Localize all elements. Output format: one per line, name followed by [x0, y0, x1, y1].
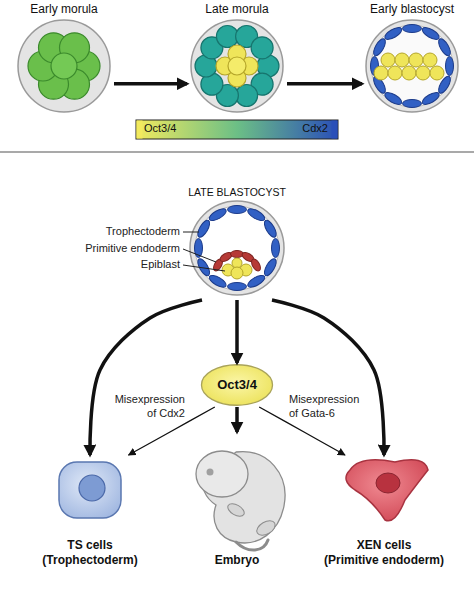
trophectoderm-cell: [421, 90, 441, 106]
trophectoderm-cell: [262, 257, 278, 277]
inner-cell: [430, 66, 444, 80]
thick-arrow: [235, 407, 239, 432]
inner-cell: [409, 53, 423, 67]
part-label: Epiblast: [60, 258, 180, 272]
trophectoderm-cell: [421, 25, 441, 41]
zona-pellucida: [366, 20, 458, 112]
trophectoderm-cell: [246, 206, 266, 222]
zona-pellucida: [18, 20, 110, 112]
thick-arrow: [272, 300, 384, 455]
trophectoderm-cell: [208, 273, 228, 289]
trophectoderm-cell: [228, 206, 247, 214]
embryo-drawing: [196, 451, 285, 550]
inner-cell: [423, 53, 437, 67]
cell-nucleus: [79, 475, 105, 501]
thick-arrow: [235, 300, 239, 363]
epiblast-cell: [231, 267, 243, 279]
trophectoderm-cell: [208, 206, 228, 222]
node-text: LATE BLASTOCYST: [188, 186, 286, 199]
node-text: TS cells: [67, 538, 112, 552]
xen-cell-drawing: [346, 460, 428, 521]
embryo-limb: [226, 501, 247, 519]
edge-label: Misexpression of Cdx2: [105, 393, 185, 421]
trophectoderm-cell: [383, 90, 403, 106]
leader-line: [183, 232, 199, 233]
blastocoel: [371, 25, 453, 107]
trophectoderm-cell: [403, 100, 422, 108]
thick-arrow: [90, 300, 202, 455]
trophectoderm-cell: [436, 37, 452, 57]
part-label: Trophectoderm: [60, 225, 180, 239]
late-blastocyst-drawing: [190, 201, 284, 295]
legend-swatch: [332, 121, 338, 139]
thick-arrow: [287, 82, 362, 86]
legend-swatch: [137, 121, 143, 139]
embryo-outcome: Embryo: [185, 432, 289, 567]
inner-cell: [228, 57, 246, 75]
node-text: (Trophectoderm): [42, 553, 137, 567]
embryo-eye: [207, 469, 214, 476]
trophectoderm-cell: [272, 239, 280, 258]
cell-body: [59, 462, 121, 518]
embryo-limb: [254, 518, 277, 538]
cell-type: TS cells(Trophectoderm): [35, 455, 145, 567]
inner-cell: [381, 53, 395, 67]
inner-cell: [402, 66, 416, 80]
node-text: Early morula: [30, 2, 97, 16]
inner-cell: [416, 66, 430, 80]
legend-text: Cdx2: [236, 122, 328, 136]
trophectoderm-cell: [446, 57, 454, 76]
early-blastocyst-drawing: [366, 20, 458, 112]
cell-nucleus: [376, 473, 400, 493]
primitive-endoderm-cell: [231, 251, 244, 258]
stage-embryo: Early blastocyst: [362, 2, 462, 114]
oval-shape: [201, 365, 272, 405]
outer-cell: [251, 37, 273, 59]
node-text: Embryo: [215, 553, 260, 567]
inner-cell: [388, 66, 402, 80]
node-text: XEN cells: [357, 538, 412, 552]
node-text: Late morula: [205, 2, 268, 16]
embryo-tail: [236, 540, 268, 550]
trophectoderm-cell: [403, 25, 422, 33]
legend-text: Oct3/4: [144, 122, 234, 136]
embryo-head: [196, 451, 248, 497]
node-text: (Primitive endoderm): [324, 553, 444, 567]
blastocoel: [195, 206, 279, 290]
stage-embryo: Early morula: [14, 2, 114, 114]
cell-body: [346, 460, 428, 521]
trophectoderm-cell: [262, 219, 278, 239]
zona-pellucida: [190, 201, 284, 295]
late-morula-drawing: [191, 20, 283, 112]
panel-divider: [0, 151, 474, 152]
node-text: Oct3/4: [217, 377, 257, 393]
color-scale-bar: [136, 120, 338, 139]
early-morula-drawing: [18, 20, 110, 112]
trophectoderm-cell: [195, 219, 211, 239]
zona-pellucida: [191, 20, 283, 112]
stage-embryo: LATE BLASTOCYST: [187, 186, 287, 300]
leader-line: [183, 265, 225, 271]
edge-label: Misexpression of Gata-6: [289, 393, 369, 421]
inner-cell: [395, 53, 409, 67]
part-label: Primitive endoderm: [60, 242, 180, 256]
blastomere: [51, 53, 77, 79]
thick-arrow: [114, 82, 187, 86]
marker-oval: Oct3/4: [200, 363, 274, 407]
trophectoderm-cell: [228, 283, 247, 291]
inner-cell: [374, 66, 388, 80]
node-text: Early blastocyst: [370, 2, 454, 16]
ts-cell-drawing: [59, 462, 121, 518]
cell-type: XEN cells(Primitive endoderm): [319, 455, 449, 567]
trophectoderm-cell: [383, 25, 403, 41]
leader-line: [183, 249, 216, 262]
stage-embryo: Late morula: [187, 2, 287, 114]
trophectoderm-cell: [246, 273, 266, 289]
